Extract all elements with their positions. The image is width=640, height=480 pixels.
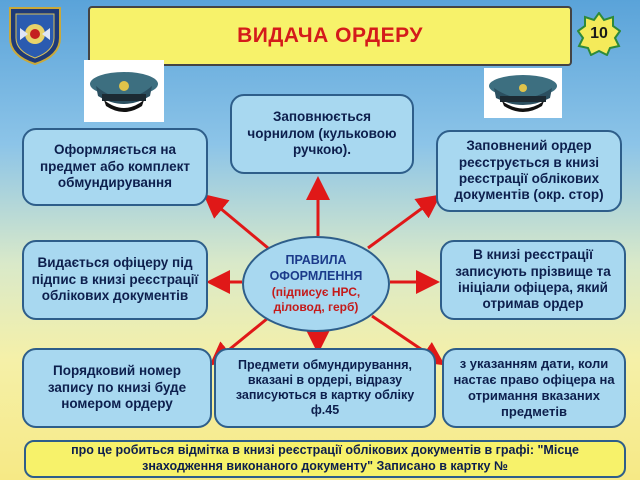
- center-title: ПРАВИЛА ОФОРМЛЕННЯ: [269, 253, 363, 283]
- box-text: Видається офіцеру під підпис в книзі реє…: [31, 255, 199, 304]
- center-rules-ellipse: ПРАВИЛА ОФОРМЛЕННЯ (підписує НРС, ділово…: [242, 236, 390, 332]
- page-number-badge-icon: [577, 12, 621, 56]
- emblem-shield-icon: [9, 7, 61, 66]
- footer-note-box: про це робиться відмітка в книзі реєстра…: [24, 440, 626, 478]
- center-subtitle: (підписує НРС, діловод, герб): [271, 284, 361, 314]
- box-text: Заповнений ордер реєструється в книзі ре…: [454, 138, 604, 203]
- box-text: Порядковий номер запису по книзі буде но…: [47, 363, 187, 412]
- box-text: Предмети обмундирування, вказані в ордер…: [235, 357, 415, 418]
- arrow-top-right: [367, 194, 441, 250]
- box-text: Оформляється на предмет або комплект обм…: [39, 142, 191, 191]
- arrow-top-left: [203, 194, 269, 250]
- box-bottom-right: з указанням дати, коли настає право офіц…: [442, 348, 626, 428]
- footer-note: про це робиться відмітка в книзі реєстра…: [71, 443, 579, 473]
- box-top-center: Заповнюється чорнилом (кульковою ручкою)…: [230, 94, 414, 174]
- officer-cap-icon: [84, 60, 164, 122]
- page-number: 10: [590, 25, 608, 42]
- box-bottom-center: Предмети обмундирування, вказані в ордер…: [214, 348, 436, 428]
- box-middle-right: В книзі реєстрації записують прізвище та…: [440, 240, 626, 320]
- title-bar: ВИДАЧА ОРДЕРУ: [88, 6, 572, 66]
- box-top-right: Заповнений ордер реєструється в книзі ре…: [436, 130, 622, 212]
- officer-cap-icon: [484, 68, 562, 118]
- box-text: В книзі реєстрації записують прізвище та…: [455, 247, 611, 312]
- page-title: ВИДАЧА ОРДЕРУ: [237, 24, 423, 47]
- box-top-left: Оформляється на предмет або комплект обм…: [22, 128, 208, 206]
- box-text: Заповнюється чорнилом (кульковою ручкою)…: [247, 109, 397, 158]
- box-bottom-left: Порядковий номер запису по книзі буде но…: [22, 348, 212, 428]
- box-text: з указанням дати, коли настає право офіц…: [453, 356, 615, 419]
- box-middle-left: Видається офіцеру під підпис в книзі реє…: [22, 240, 208, 320]
